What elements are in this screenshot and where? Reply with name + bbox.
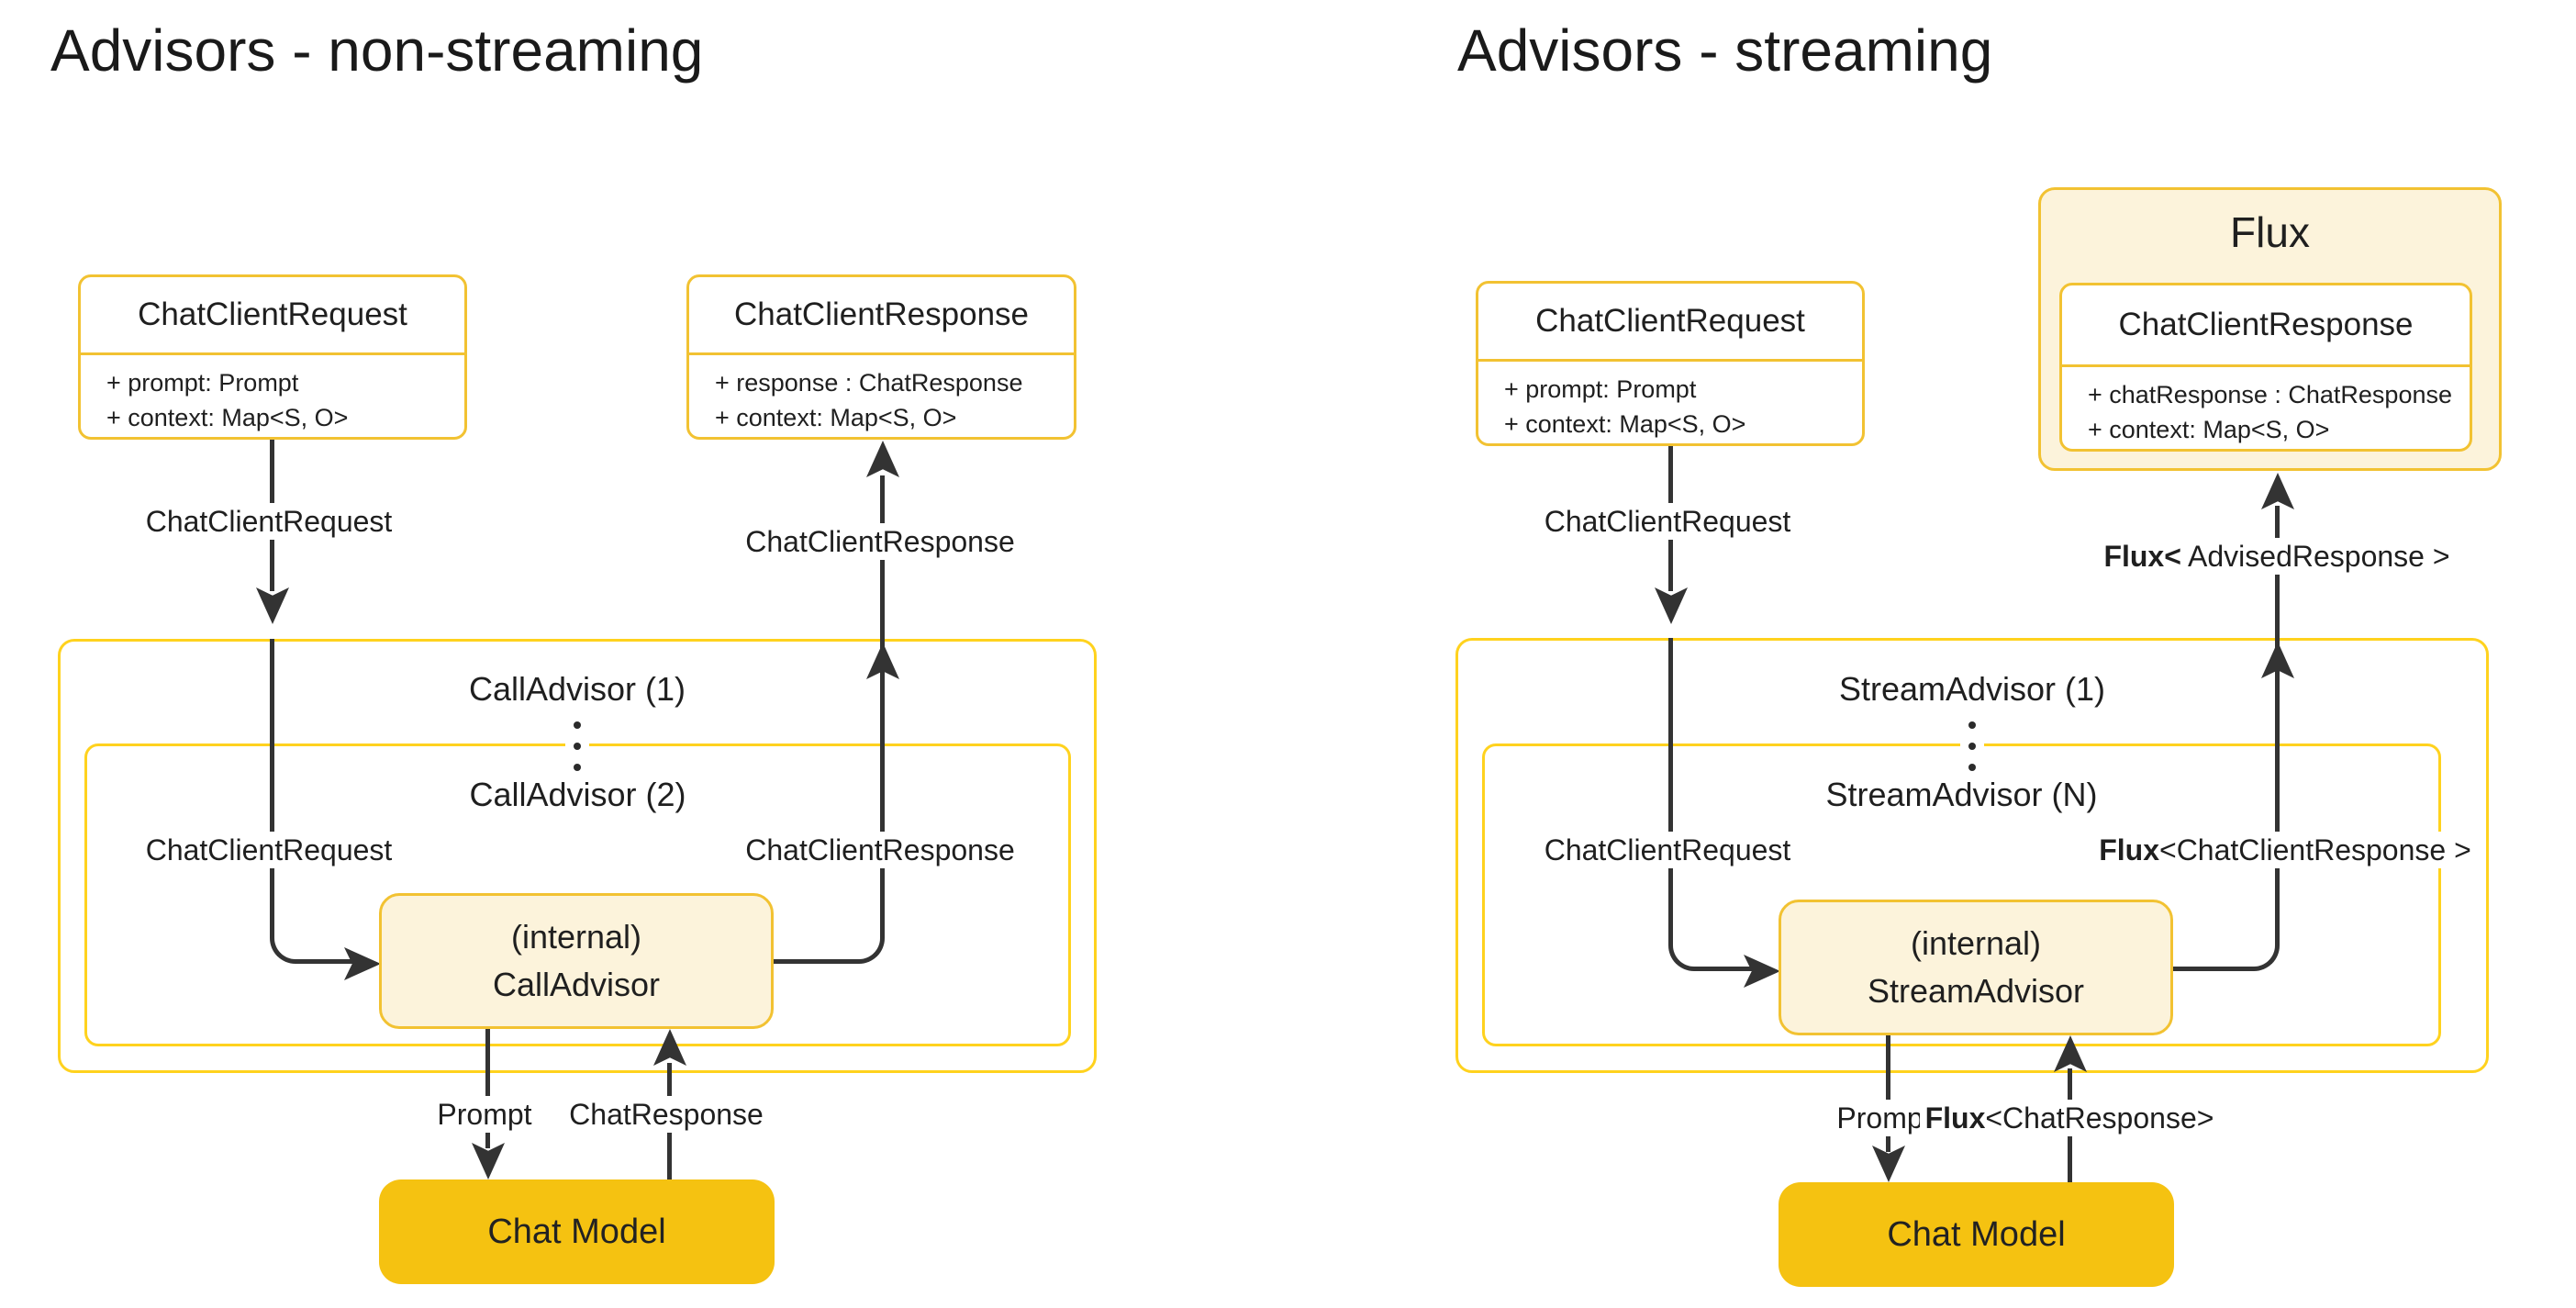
response-arrow-bend bbox=[2173, 638, 2280, 971]
ellipsis-icon bbox=[1960, 713, 1984, 779]
chat-model-box: Chat Model bbox=[1779, 1182, 2174, 1287]
edge-label-response-out: ChatClientResponse bbox=[699, 523, 1066, 560]
ellipsis-icon bbox=[565, 713, 589, 779]
class-attribute: + chatResponse : ChatResponse bbox=[2088, 381, 2452, 408]
call-advisor-1-label: CallAdvisor (1) bbox=[468, 670, 686, 708]
internal-advisor-line1: (internal) bbox=[1910, 924, 2042, 962]
internal-advisor-line1: (internal) bbox=[510, 918, 642, 956]
class-attribute: + context: Map<S, O> bbox=[715, 404, 957, 431]
stream-advisor-1-label: StreamAdvisor (1) bbox=[1838, 670, 2106, 708]
edge-label-request-in: ChatClientRequest bbox=[1487, 503, 1854, 540]
class-attribute: + prompt: Prompt bbox=[106, 369, 299, 397]
class-name: ChatClientRequest bbox=[81, 277, 464, 355]
chat-model-box: Chat Model bbox=[379, 1179, 775, 1284]
class-name: ChatClientRequest bbox=[1478, 284, 1862, 362]
edge-label-prompt: Prompt bbox=[396, 1096, 579, 1133]
chat-client-response-box: ChatClientResponse + chatResponse : Chat… bbox=[2059, 283, 2472, 452]
chat-client-request-box: ChatClientRequest + prompt: Prompt + con… bbox=[1476, 281, 1865, 446]
class-attribute: + context: Map<S, O> bbox=[106, 404, 349, 431]
edge-label-model-response: Flux<ChatResponse> bbox=[1886, 1100, 2253, 1136]
arrow-down-icon bbox=[1655, 587, 1688, 624]
internal-call-advisor-box: (internal) CallAdvisor bbox=[379, 893, 774, 1029]
chat-client-response-box: ChatClientResponse + response : ChatResp… bbox=[686, 274, 1076, 440]
prompt-arrow-line bbox=[485, 1029, 490, 1148]
response-arrow-bend bbox=[774, 639, 885, 964]
class-name: ChatClientResponse bbox=[2062, 285, 2470, 367]
internal-advisor-line2: CallAdvisor bbox=[492, 966, 661, 1003]
edge-label-response-out: Flux< AdvisedResponse > bbox=[2047, 538, 2506, 575]
arrow-down-icon bbox=[472, 1143, 505, 1179]
call-advisor-1-container bbox=[58, 639, 1097, 1073]
edge-label-response-inner: ChatClientResponse bbox=[699, 832, 1066, 868]
page-title: Advisors - non-streaming bbox=[50, 17, 704, 84]
class-attribute: + response : ChatResponse bbox=[715, 369, 1023, 397]
edge-label-model-response: ChatResponse bbox=[531, 1096, 807, 1133]
edge-label-response-inner: Flux<ChatClientResponse > bbox=[2056, 832, 2515, 868]
class-attribute: + prompt: Prompt bbox=[1504, 375, 1697, 403]
request-arrow-bend bbox=[270, 639, 357, 964]
prompt-arrow-line bbox=[1886, 1035, 1890, 1152]
class-attribute: + context: Map<S, O> bbox=[1504, 410, 1746, 438]
internal-stream-advisor-box: (internal) StreamAdvisor bbox=[1779, 900, 2173, 1035]
edge-label-request-inner: ChatClientRequest bbox=[88, 832, 455, 868]
flux-title: Flux bbox=[2230, 208, 2310, 256]
arrow-up-icon bbox=[2261, 473, 2294, 509]
request-arrow-bend bbox=[1668, 638, 1756, 971]
arrow-up-icon bbox=[866, 441, 899, 477]
edge-label-request-in: ChatClientRequest bbox=[88, 503, 455, 540]
internal-advisor-line2: StreamAdvisor bbox=[1867, 972, 2085, 1010]
stream-advisor-n-label: StreamAdvisor (N) bbox=[1825, 776, 2098, 813]
class-name: ChatClientResponse bbox=[689, 277, 1074, 355]
arrow-down-icon bbox=[256, 587, 289, 624]
stream-advisor-1-container bbox=[1455, 638, 2489, 1073]
page-title: Advisors - streaming bbox=[1457, 17, 1993, 84]
edge-label-request-inner: ChatClientRequest bbox=[1487, 832, 1854, 868]
class-attribute: + context: Map<S, O> bbox=[2088, 416, 2330, 443]
chat-client-request-box: ChatClientRequest + prompt: Prompt + con… bbox=[78, 274, 467, 440]
call-advisor-2-label: CallAdvisor (2) bbox=[469, 776, 686, 813]
